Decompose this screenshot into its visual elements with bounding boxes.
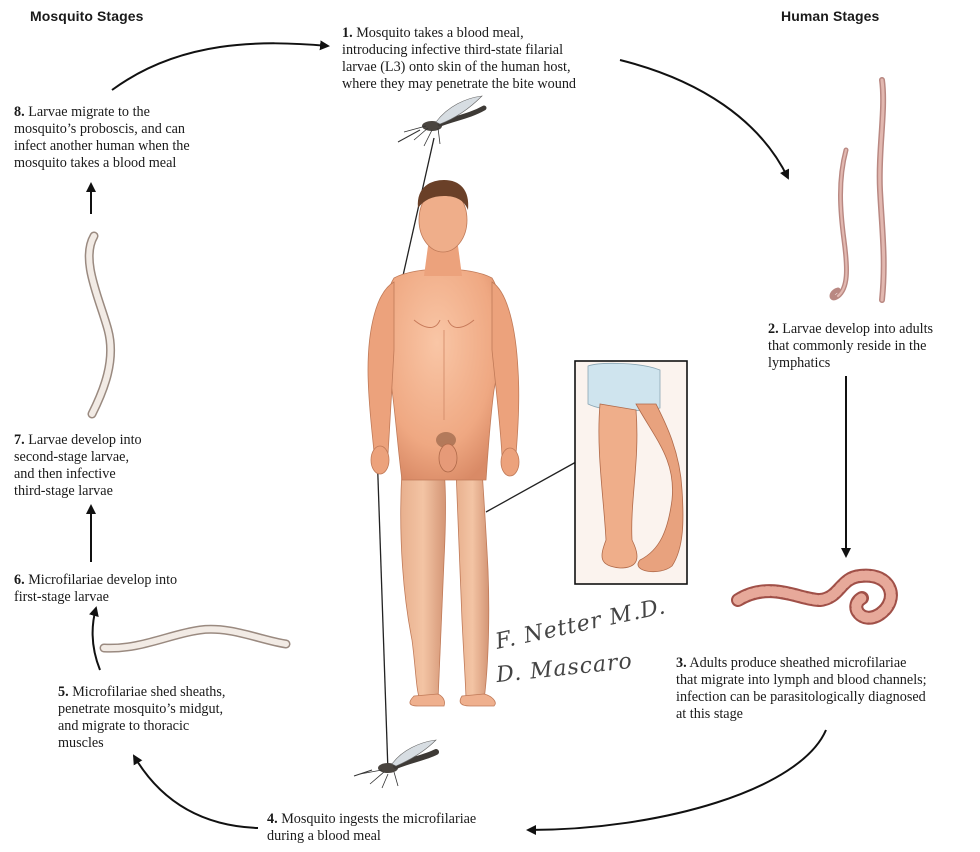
step-number: 6. bbox=[14, 572, 25, 588]
step-8: 8. Larvae migrate to the mosquito’s prob… bbox=[14, 104, 190, 172]
elephantiasis-inset bbox=[574, 360, 688, 585]
step-6: 6. Microfilariae develop into first-stag… bbox=[14, 572, 177, 606]
step-text: Mosquito ingests the microfilariae durin… bbox=[267, 811, 477, 844]
arrow-4-to-5 bbox=[132, 754, 259, 829]
step-4: 4. Mosquito ingests the microfilariae du… bbox=[267, 811, 476, 845]
third-stage-larva-illustration bbox=[84, 231, 116, 419]
step-number: 3. bbox=[676, 655, 687, 671]
step-number: 2. bbox=[768, 321, 779, 337]
pointer-line-lower bbox=[375, 419, 389, 773]
step-text: Microfilariae develop into first-stage l… bbox=[14, 572, 178, 605]
human-figure-illustration bbox=[367, 180, 520, 707]
human-stages-heading: Human Stages bbox=[781, 8, 880, 24]
step-2: 2. Larvae develop into adults that commo… bbox=[768, 321, 933, 372]
step-3: 3. Adults produce sheathed microfilariae… bbox=[676, 655, 927, 723]
step-1: 1. Mosquito takes a blood meal, introduc… bbox=[342, 25, 576, 93]
step-number: 8. bbox=[14, 104, 25, 120]
mosquito-stages-heading: Mosquito Stages bbox=[30, 8, 144, 24]
step-5: 5. Microfilariae shed sheaths, penetrate… bbox=[58, 684, 225, 752]
step-text: Mosquito takes a blood meal, introducing… bbox=[342, 25, 577, 92]
arrow-1-to-2 bbox=[619, 59, 790, 180]
arrow-3-to-4 bbox=[526, 729, 827, 835]
microfilaria-illustration bbox=[731, 568, 898, 625]
step-7: 7. Larvae develop into second-stage larv… bbox=[14, 432, 142, 500]
step-text: Microfilariae shed sheaths, penetrate mo… bbox=[58, 684, 226, 751]
first-stage-larva-illustration bbox=[99, 624, 291, 653]
step-number: 5. bbox=[58, 684, 69, 700]
mosquito-lower-illustration bbox=[353, 739, 439, 789]
step-number: 1. bbox=[342, 25, 353, 41]
step-number: 4. bbox=[267, 811, 278, 827]
step-text: Larvae migrate to the mosquito’s probosc… bbox=[14, 104, 190, 171]
mosquito-upper-illustration bbox=[397, 95, 487, 147]
arrow-5-to-6 bbox=[89, 606, 101, 671]
step-text: Larvae develop into second-stage larvae,… bbox=[14, 432, 142, 499]
step-number: 7. bbox=[14, 432, 25, 448]
step-text: Larvae develop into adults that commonly… bbox=[768, 321, 934, 371]
pointer-line-inset bbox=[485, 461, 577, 513]
step-text: Adults produce sheathed microfilariae th… bbox=[676, 655, 927, 722]
adult-worms-illustration bbox=[829, 77, 887, 303]
arrow-8-to-1 bbox=[111, 40, 330, 91]
